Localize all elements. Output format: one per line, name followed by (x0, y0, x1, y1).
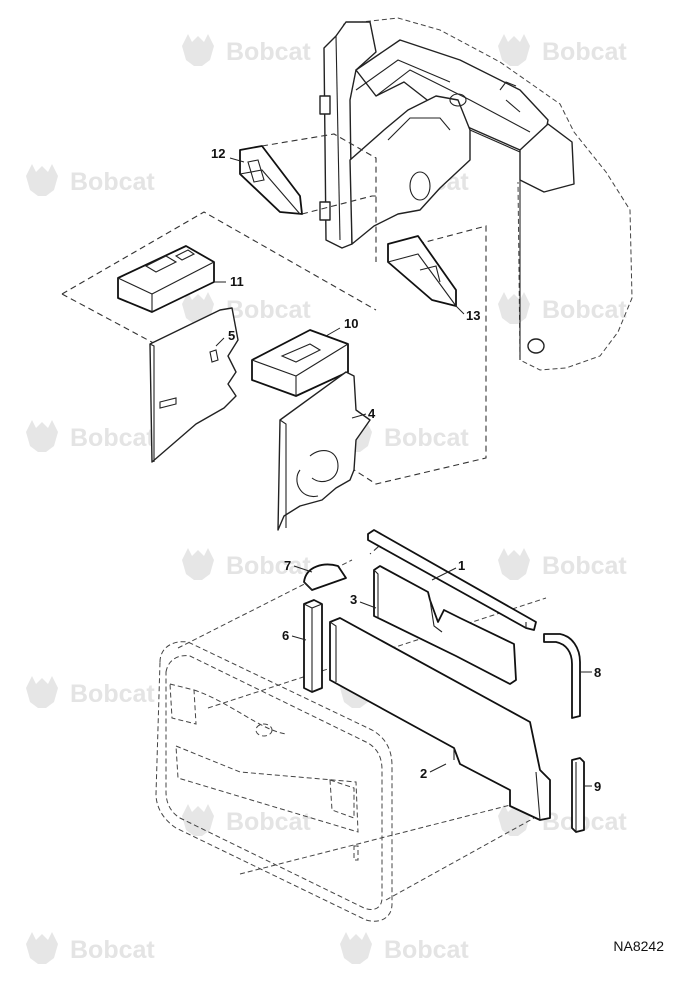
watermark-logo: Bobcat (182, 292, 311, 324)
svg-text:Bobcat: Bobcat (542, 552, 627, 580)
svg-text:Bobcat: Bobcat (542, 296, 627, 324)
callout-10: 10 (344, 316, 358, 331)
svg-text:Bobcat: Bobcat (226, 38, 311, 66)
callout-labels: 12 13 11 10 5 4 7 3 6 1 2 8 9 (211, 146, 601, 794)
part-1-long-strip (367, 529, 537, 631)
part-3-panel (373, 565, 517, 685)
callout-9: 9 (594, 779, 601, 794)
cab-frame (319, 17, 633, 371)
assembly-lines (61, 133, 547, 901)
part-9-strip (571, 757, 585, 833)
svg-text:Bobcat: Bobcat (70, 168, 155, 196)
svg-text:Bobcat: Bobcat (384, 424, 469, 452)
svg-text:Bobcat: Bobcat (384, 936, 469, 964)
svg-text:Bobcat: Bobcat (70, 680, 155, 708)
watermark-logo: Bobcat (182, 548, 311, 580)
callout-13: 13 (466, 308, 480, 323)
svg-text:Bobcat: Bobcat (70, 936, 155, 964)
watermark-logo: Bobcat (182, 804, 311, 836)
watermark-logo: Bobcat (26, 676, 155, 708)
callout-1: 1 (458, 558, 465, 573)
watermark-logo: Bobcat (498, 548, 627, 580)
svg-text:Bobcat: Bobcat (70, 424, 155, 452)
part-7-curved-pad (303, 563, 347, 591)
svg-text:Bobcat: Bobcat (542, 38, 627, 66)
callout-5: 5 (228, 328, 235, 343)
watermark-logo: Bobcat (26, 420, 155, 452)
watermark-logo: Bobcat (498, 34, 627, 66)
watermark-logo: Bobcat (340, 932, 469, 964)
callout-11: 11 (230, 274, 244, 289)
svg-text:Bobcat: Bobcat (226, 296, 311, 324)
part-6-strip (303, 599, 323, 693)
callout-7: 7 (284, 558, 291, 573)
callout-3: 3 (350, 592, 357, 607)
watermark-logo: Bobcat (26, 164, 155, 196)
part-12-wedge-pad (239, 145, 303, 215)
callout-2: 2 (420, 766, 427, 781)
part-11-foam-block (117, 245, 215, 313)
part-5-side-panel (149, 307, 239, 463)
watermark-logo: Bobcat (26, 932, 155, 964)
part-10-foam-block (251, 329, 349, 397)
part-4-side-panel (277, 371, 371, 531)
watermark-logo: Bobcat (182, 34, 311, 66)
callout-4: 4 (368, 406, 376, 421)
watermark-logo: Bobcat (498, 292, 627, 324)
drawing-code: NA8242 (613, 938, 664, 954)
door-frame (155, 641, 393, 922)
part-13-wedge-pad (387, 235, 457, 307)
callout-8: 8 (594, 665, 601, 680)
svg-text:Bobcat: Bobcat (226, 808, 311, 836)
part-2-panel (329, 617, 551, 821)
callout-12: 12 (211, 146, 225, 161)
watermark-logo: Bobcat (340, 420, 469, 452)
callout-6: 6 (282, 628, 289, 643)
callout-leaders (214, 157, 592, 787)
part-8-corner-strip (543, 633, 581, 719)
svg-text:Bobcat: Bobcat (226, 552, 311, 580)
